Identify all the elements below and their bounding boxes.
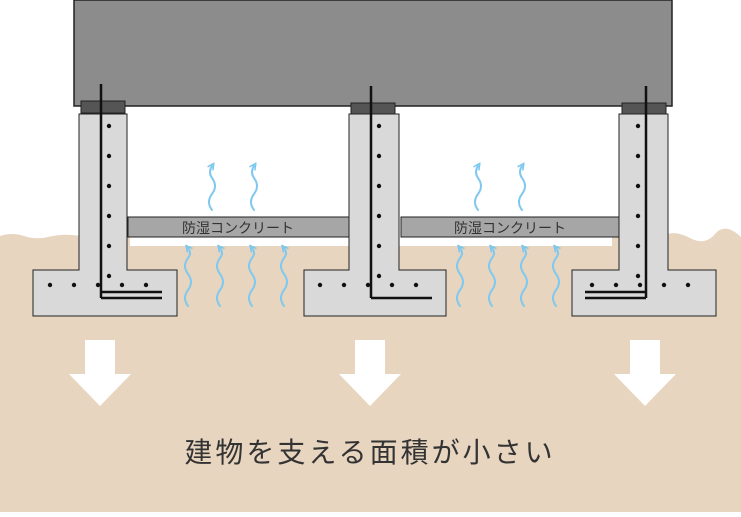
moisture-arrow-icon: [251, 166, 258, 211]
moisture-arrow-icon: [184, 248, 191, 307]
load-arrow-down-icon: [69, 340, 131, 406]
caption: 建物を支える面積が小さい: [184, 436, 555, 469]
moisture-slab-label-right: 防湿コンクリート: [454, 221, 566, 237]
moisture-arrow-icon: [216, 248, 223, 307]
footing-center: [303, 86, 447, 317]
moisture-slab-label-left: 防湿コンクリート: [182, 221, 294, 237]
moisture-arrow-icon: [456, 248, 463, 307]
footing-right: [571, 86, 717, 317]
footing-left: [32, 84, 178, 317]
load-arrow-down-icon: [614, 340, 676, 406]
moisture-arrow-icon: [519, 166, 526, 211]
moisture-arrow-icon: [209, 166, 216, 211]
moisture-arrow-icon: [488, 248, 495, 307]
moisture-arrow-icon: [248, 248, 255, 307]
moisture-arrow-icon: [552, 248, 559, 307]
building-body: [73, 0, 673, 107]
moisture-arrow-icon: [520, 248, 527, 307]
moisture-arrow-icon: [280, 248, 287, 307]
load-arrow-down-icon: [339, 340, 401, 406]
moisture-arrow-icon: [475, 166, 482, 211]
